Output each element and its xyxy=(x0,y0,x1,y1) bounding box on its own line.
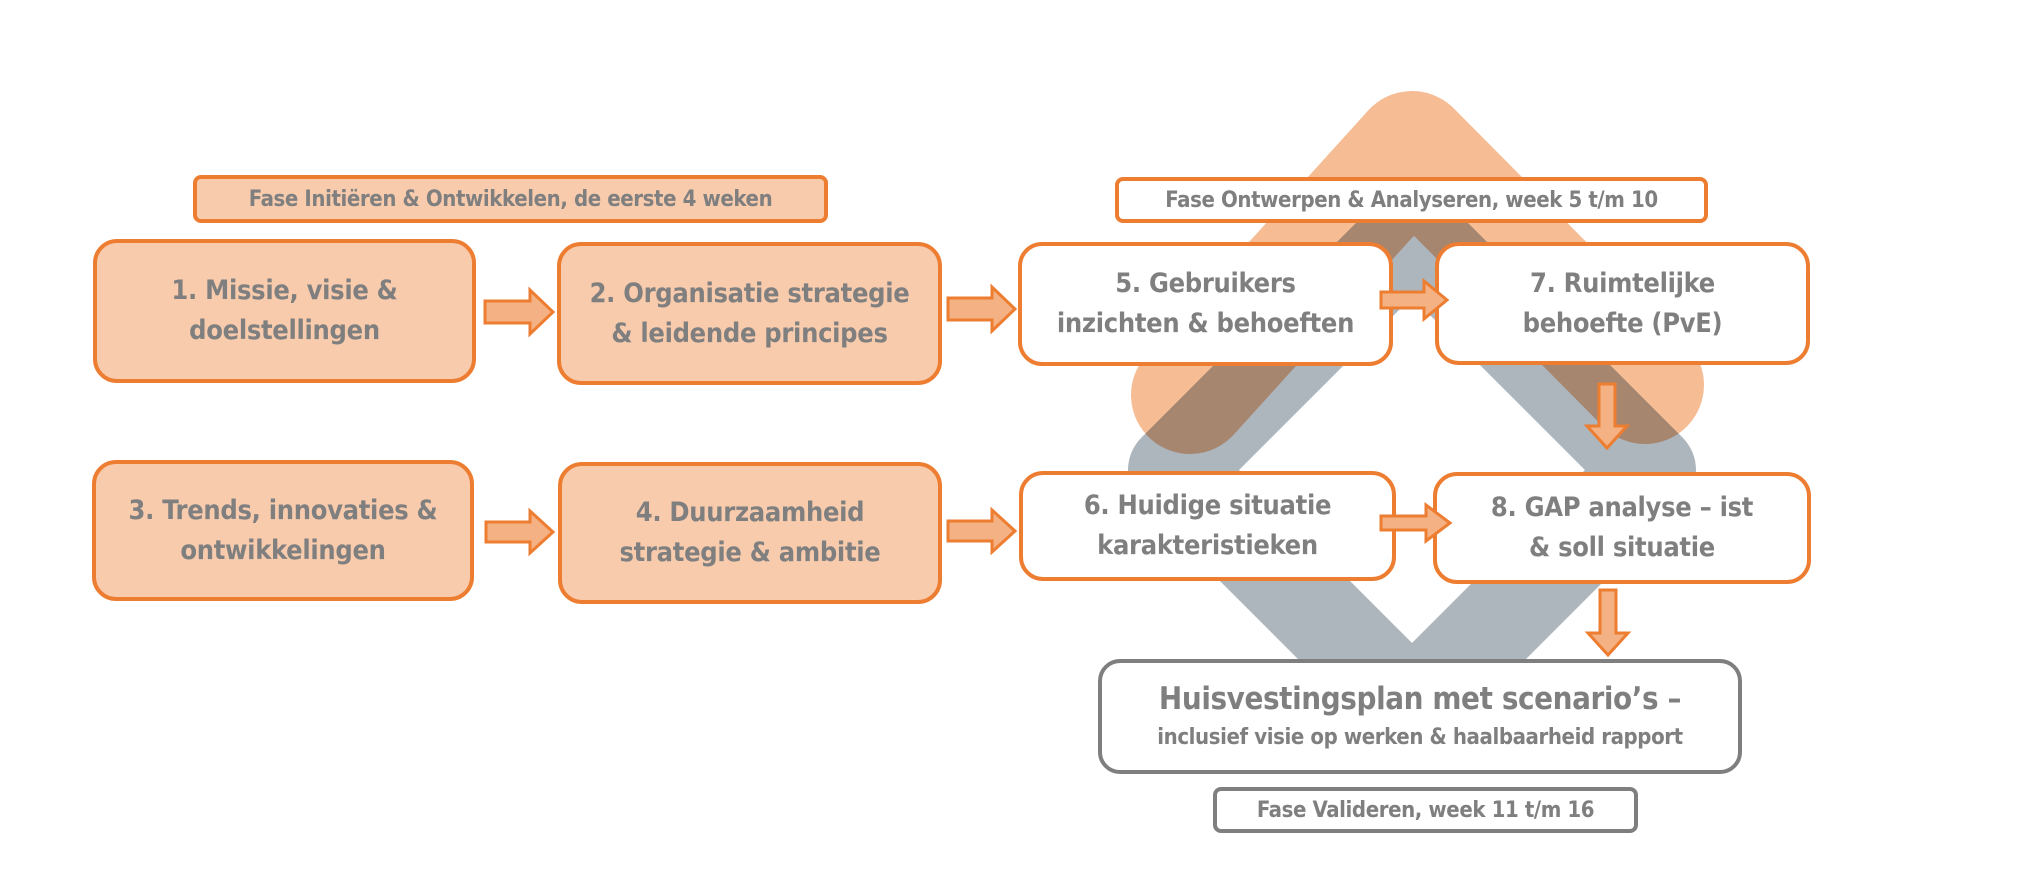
step-8-box: 8. GAP analyse – ist & soll situatie xyxy=(1433,472,1811,584)
step-4-line2: strategie & ambitie xyxy=(619,537,881,568)
step-6-box: 6. Huidige situatie karakteristieken xyxy=(1019,471,1396,581)
step-2-line2: & leidende principes xyxy=(611,317,888,349)
step-1-line2: doelstellingen xyxy=(189,315,380,346)
step-7-line1: 7. Ruimtelijke xyxy=(1530,267,1715,299)
step-5-line1: 5. Gebruikers xyxy=(1115,268,1296,299)
step-7-box: 7. Ruimtelijke behoefte (PvE) xyxy=(1435,242,1810,365)
step-6-line1: 6. Huidige situatie xyxy=(1083,490,1332,521)
step-3-line2: ontwikkelingen xyxy=(180,534,386,566)
step-2-line1: 2. Organisatie strategie xyxy=(589,277,910,309)
result-title: Huisvestingsplan met scenario’s – xyxy=(1158,680,1682,717)
phase-label-initiate: Fase Initiëren & Ontwikkelen, de eerste … xyxy=(193,175,828,223)
step-8-line2: & soll situatie xyxy=(1529,532,1715,563)
step-5-box: 5. Gebruikers inzichten & behoeften xyxy=(1018,242,1393,366)
step-4-box: 4. Duurzaamheid strategie & ambitie xyxy=(558,462,942,604)
phase-label-design: Fase Ontwerpen & Analyseren, week 5 t/m … xyxy=(1115,177,1708,223)
step-5-line2: inzichten & behoeften xyxy=(1056,308,1355,339)
step-8-line1: 8. GAP analyse – ist xyxy=(1490,492,1754,523)
step-1-line1: 1. Missie, visie & xyxy=(171,275,398,306)
step-3-box: 3. Trends, innovaties & ontwikkelingen xyxy=(92,460,474,601)
result-box: Huisvestingsplan met scenario’s – inclus… xyxy=(1098,659,1742,774)
phase-label-text: Fase Valideren, week 11 t/m 16 xyxy=(1256,797,1595,823)
step-2-box: 2. Organisatie strategie & leidende prin… xyxy=(557,242,942,385)
step-7-line2: behoefte (PvE) xyxy=(1522,307,1723,339)
step-1-box: 1. Missie, visie & doelstellingen xyxy=(93,239,476,383)
step-6-line2: karakteristieken xyxy=(1097,530,1318,561)
result-subtitle: inclusief visie op werken & haalbaarheid… xyxy=(1157,724,1683,750)
phase-label-text: Fase Initiëren & Ontwikkelen, de eerste … xyxy=(248,186,773,212)
step-3-line1: 3. Trends, innovaties & xyxy=(128,494,438,526)
phase-label-validate: Fase Valideren, week 11 t/m 16 xyxy=(1213,787,1638,833)
step-4-line1: 4. Duurzaamheid xyxy=(635,497,865,528)
phase-label-text: Fase Ontwerpen & Analyseren, week 5 t/m … xyxy=(1165,187,1658,213)
